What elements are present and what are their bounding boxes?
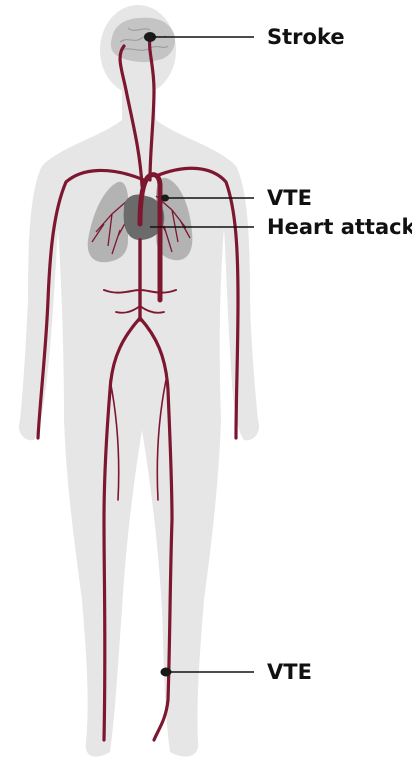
torso-and-limbs — [19, 88, 259, 757]
label-heart-attack: Heart attack — [267, 215, 412, 239]
label-vte-leg: VTE — [267, 660, 312, 684]
label-vte-lung: VTE — [267, 186, 312, 210]
label-stroke: Stroke — [267, 25, 345, 49]
clot-lung — [161, 195, 169, 202]
body-silhouette — [19, 5, 259, 757]
